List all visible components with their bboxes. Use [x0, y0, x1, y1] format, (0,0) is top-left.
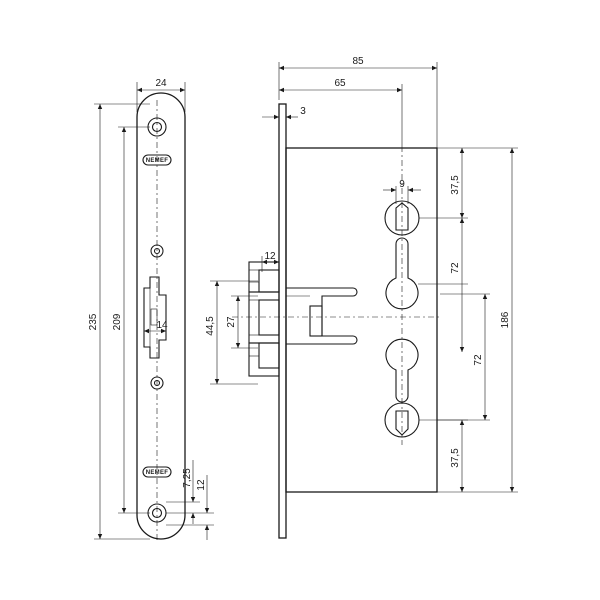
- dim-strike-length: 209: [112, 126, 150, 514]
- dim-case-height: 186: [437, 147, 518, 493]
- dim-case-depth-text: 85: [352, 56, 364, 67]
- faceplate-latch-window: [143, 276, 167, 359]
- dim-faceplate-length: 235: [88, 103, 150, 540]
- dim-faceplate-width: 24: [136, 78, 186, 112]
- dim-latch-width: 12: [261, 251, 280, 272]
- dim-strike-window-text: 14: [156, 320, 168, 331]
- lock-case: [285, 147, 438, 493]
- dim-centre-lower: 72: [419, 293, 490, 421]
- dim-bolt-height: 27: [226, 295, 258, 349]
- dim-hole-pitch-text: 12: [196, 479, 207, 491]
- dim-strike-length-text: 209: [112, 313, 123, 330]
- side-faceplate: [278, 103, 287, 539]
- bolt-slide: [248, 291, 280, 344]
- dim-faceplate-width-text: 24: [155, 78, 167, 89]
- latch-follower: [286, 287, 358, 345]
- dim-strike-window: 14: [144, 320, 168, 334]
- dim-spindle-square: 9: [383, 179, 421, 204]
- latch-bolt: [248, 261, 280, 293]
- dim-plate-thickness-text: 3: [300, 106, 306, 117]
- cylinder-hole-lower: [385, 338, 419, 403]
- dim-backset: 65: [279, 78, 403, 146]
- cylinder-hole-upper: [385, 237, 419, 310]
- dim-hole-pitch: 12: [196, 475, 210, 540]
- dim-bolt-height-text: 27: [226, 316, 237, 328]
- dim-faceplate-length-text: 235: [88, 313, 99, 330]
- dim-centre-upper: 72: [418, 218, 468, 352]
- faceplate-outline: [136, 92, 186, 540]
- dim-top-offset: 37,5: [419, 147, 468, 219]
- dim-top-offset-text: 37,5: [450, 175, 461, 195]
- dim-centre-upper-text: 72: [450, 262, 461, 274]
- dim-latch-width-text: 12: [264, 251, 276, 262]
- dim-hole-offset: 7,25: [166, 460, 214, 526]
- dim-centre-lower-text: 72: [473, 354, 484, 366]
- dim-case-height-text: 186: [500, 311, 511, 328]
- dim-bottom-offset: 37,5: [437, 419, 468, 492]
- dim-spindle-square-text: 9: [399, 179, 405, 190]
- faceplate-front-view: NEMEF NEMEF: [136, 92, 186, 540]
- dim-latch-height-text: 44,5: [205, 316, 216, 336]
- dim-backset-text: 65: [334, 78, 346, 89]
- dim-hole-offset-text: 7,25: [182, 468, 193, 488]
- lock-body-side-view: [232, 103, 440, 539]
- dim-case-depth: 85: [278, 56, 438, 148]
- dim-plate-thickness: 3: [262, 106, 306, 124]
- dim-bottom-offset-text: 37,5: [450, 448, 461, 468]
- dim-latch-height: 44,5: [205, 280, 258, 385]
